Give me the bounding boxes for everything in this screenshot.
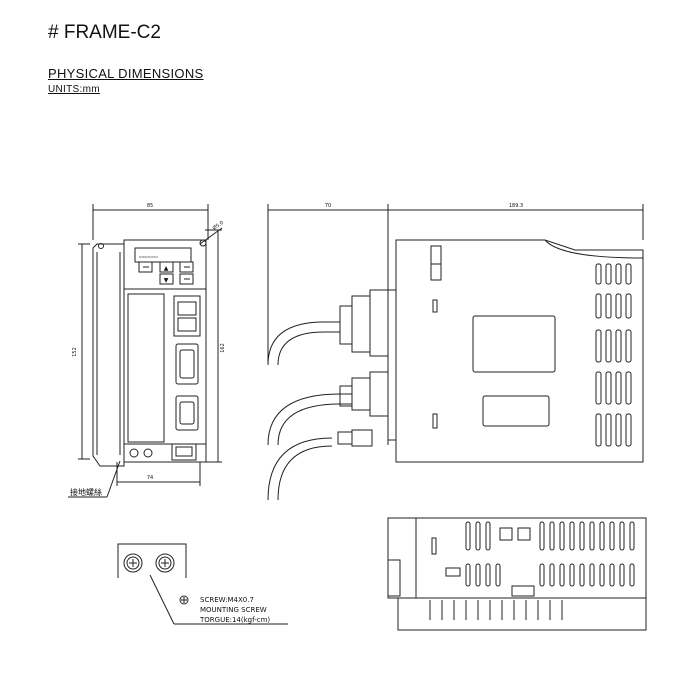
side-vents (595, 263, 632, 447)
ground-screw-label: 接地螺絲 (70, 487, 102, 497)
section-title: PHYSICAL DIMENSIONS (48, 66, 204, 81)
dim-side-body-depth: 189.3 (509, 203, 523, 209)
dim-side-cable-depth: 70 (325, 203, 331, 209)
svg-text:▼: ▼ (164, 277, 169, 284)
mounting-screw-label: MOUNTING SCREW (200, 606, 267, 614)
screw-spec-label: SCREW:M4X0.7 (200, 596, 254, 604)
front-view: 85 152 162 Ø5.0 ▭▭▭▭▭ ▲ ▼ (68, 203, 226, 498)
units-label: UNITS:mm (48, 84, 100, 95)
bottom-vents (465, 521, 635, 587)
svg-text:▭▭▭▭▭: ▭▭▭▭▭ (139, 254, 158, 259)
dim-front-height-outer: 152 (72, 347, 78, 357)
dim-front-height-inner: 162 (220, 343, 226, 353)
torque-label: TORGUE:14(kgf-cm) (199, 616, 270, 624)
dim-front-bottom-width: 74 (147, 475, 153, 481)
cable-connectors (267, 289, 389, 501)
screw-detail: SCREW:M4X0.7 MOUNTING SCREW TORGUE:14(kg… (117, 543, 288, 625)
side-view: 70 189.3 (267, 203, 644, 501)
bottom-fins (429, 600, 563, 620)
dim-front-width: 85 (147, 203, 153, 209)
frame-title: # FRAME-C2 (48, 22, 161, 43)
bottom-view (387, 517, 647, 631)
svg-text:▲: ▲ (164, 265, 169, 272)
